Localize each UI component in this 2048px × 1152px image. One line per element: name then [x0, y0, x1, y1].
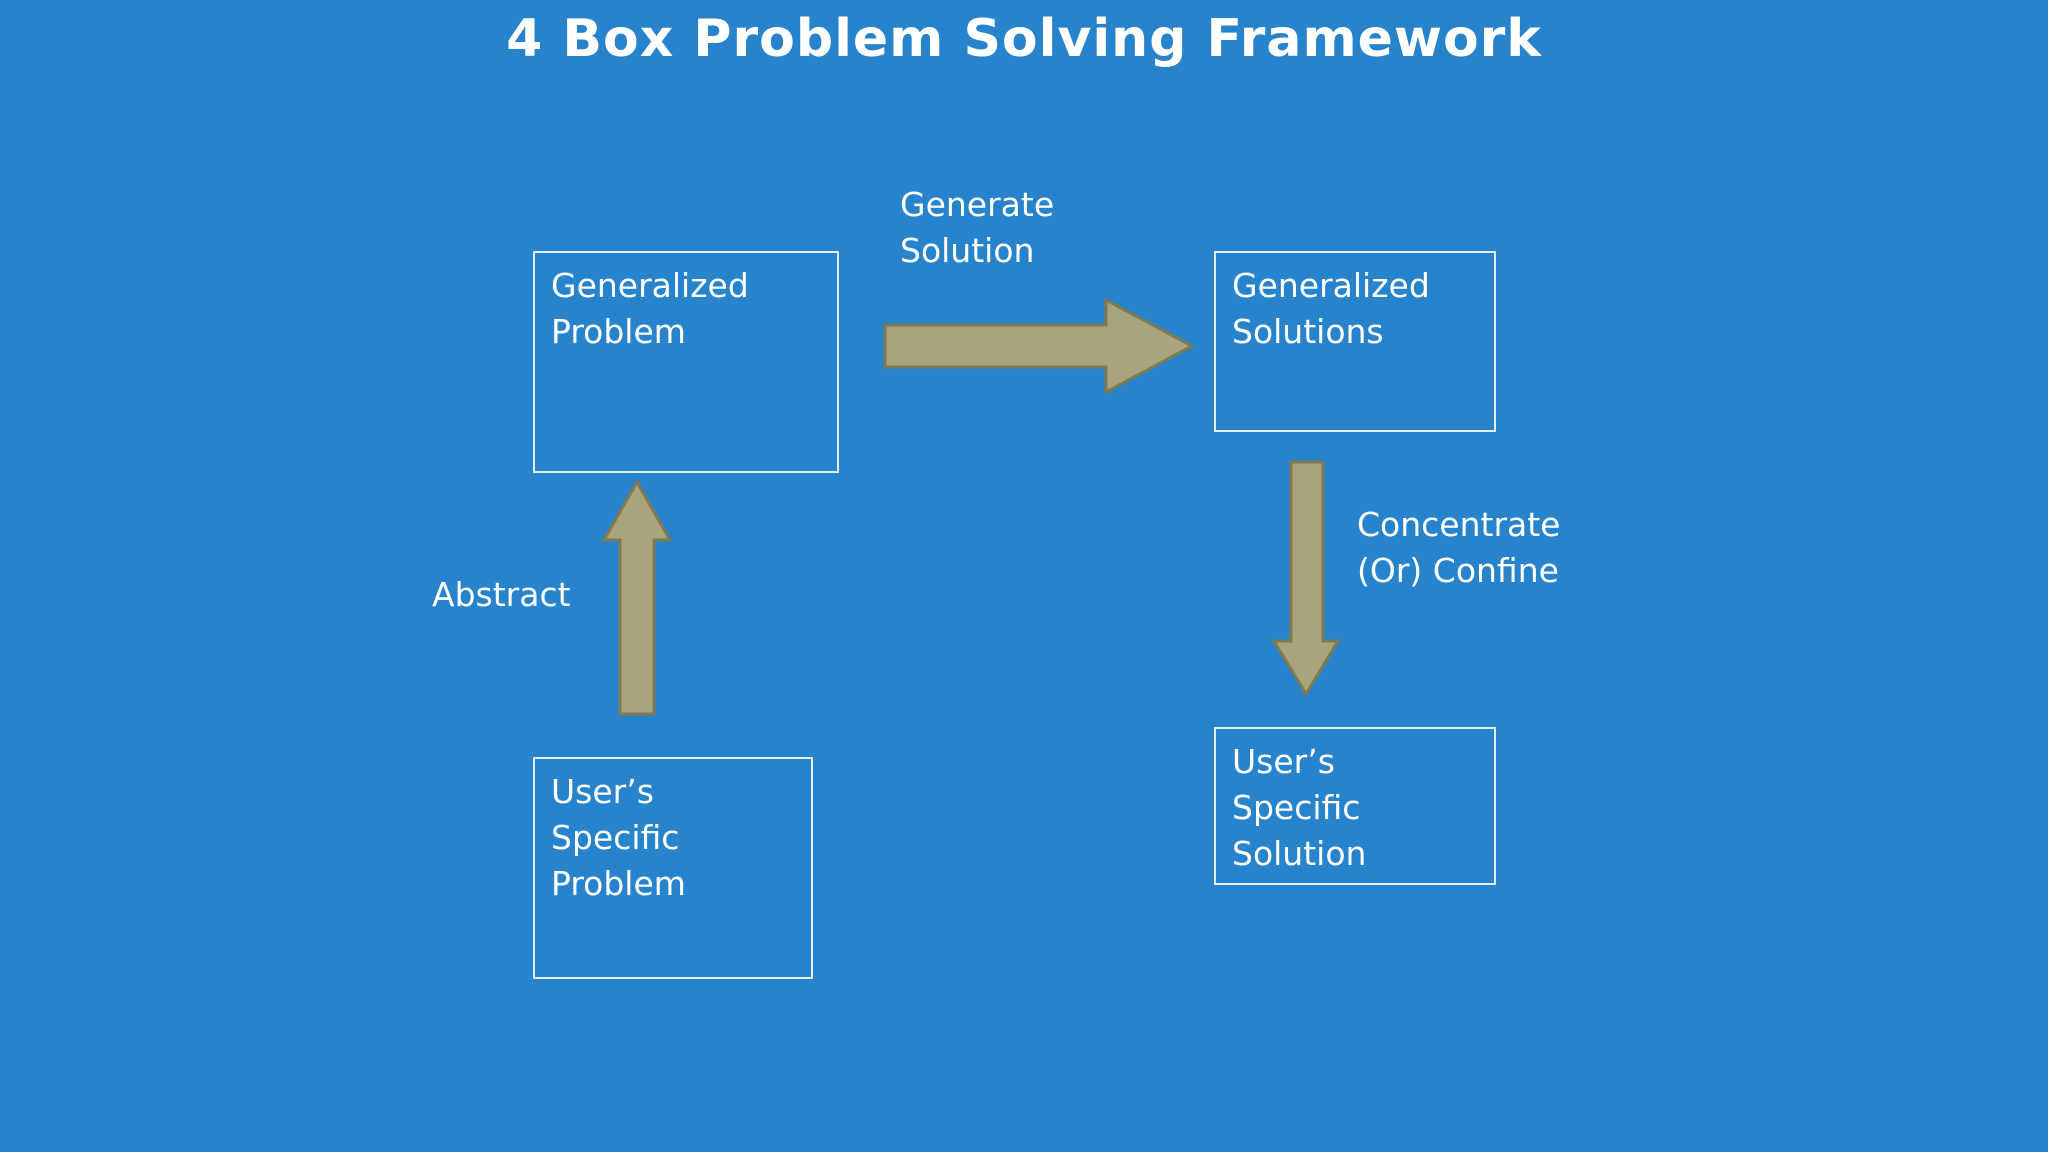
up-arrow-shape: [601, 478, 673, 716]
right-arrow: [883, 297, 1196, 395]
box-text-line: Problem: [551, 312, 686, 351]
concentrate-confine-label: Concentrate (Or) Confine: [1357, 502, 1560, 594]
generalized-solutions-box: Generalized Solutions: [1214, 251, 1496, 432]
label-text-line: Solution: [900, 231, 1035, 270]
right-arrow-shape: [883, 297, 1196, 395]
box-text-line: Generalized: [551, 266, 749, 305]
box-text-line: Problem: [551, 864, 686, 903]
box-text-line: Solution: [1232, 834, 1367, 873]
box-text-line: Specific: [1232, 788, 1361, 827]
up-arrow: [601, 478, 673, 716]
generate-solution-label: Generate Solution: [900, 182, 1054, 274]
box-text-line: Specific: [551, 818, 680, 857]
box-text-line: User’s: [551, 772, 654, 811]
box-text-line: User’s: [1232, 742, 1335, 781]
users-specific-solution-box: User’s Specific Solution: [1214, 727, 1496, 885]
generalized-problem-box: Generalized Problem: [533, 251, 839, 473]
down-arrow: [1271, 460, 1341, 697]
label-text-line: Generate: [900, 185, 1055, 224]
slide-title: 4 Box Problem Solving Framework: [506, 9, 1542, 69]
abstract-label: Abstract: [432, 572, 571, 618]
label-text-line: (Or) Confine: [1357, 551, 1559, 590]
down-arrow-shape: [1271, 460, 1341, 697]
box-text-line: Solutions: [1232, 312, 1384, 351]
label-text-line: Abstract: [432, 575, 571, 614]
users-specific-problem-box: User’s Specific Problem: [533, 757, 813, 979]
label-text-line: Concentrate: [1357, 505, 1561, 544]
box-text-line: Generalized: [1232, 266, 1430, 305]
